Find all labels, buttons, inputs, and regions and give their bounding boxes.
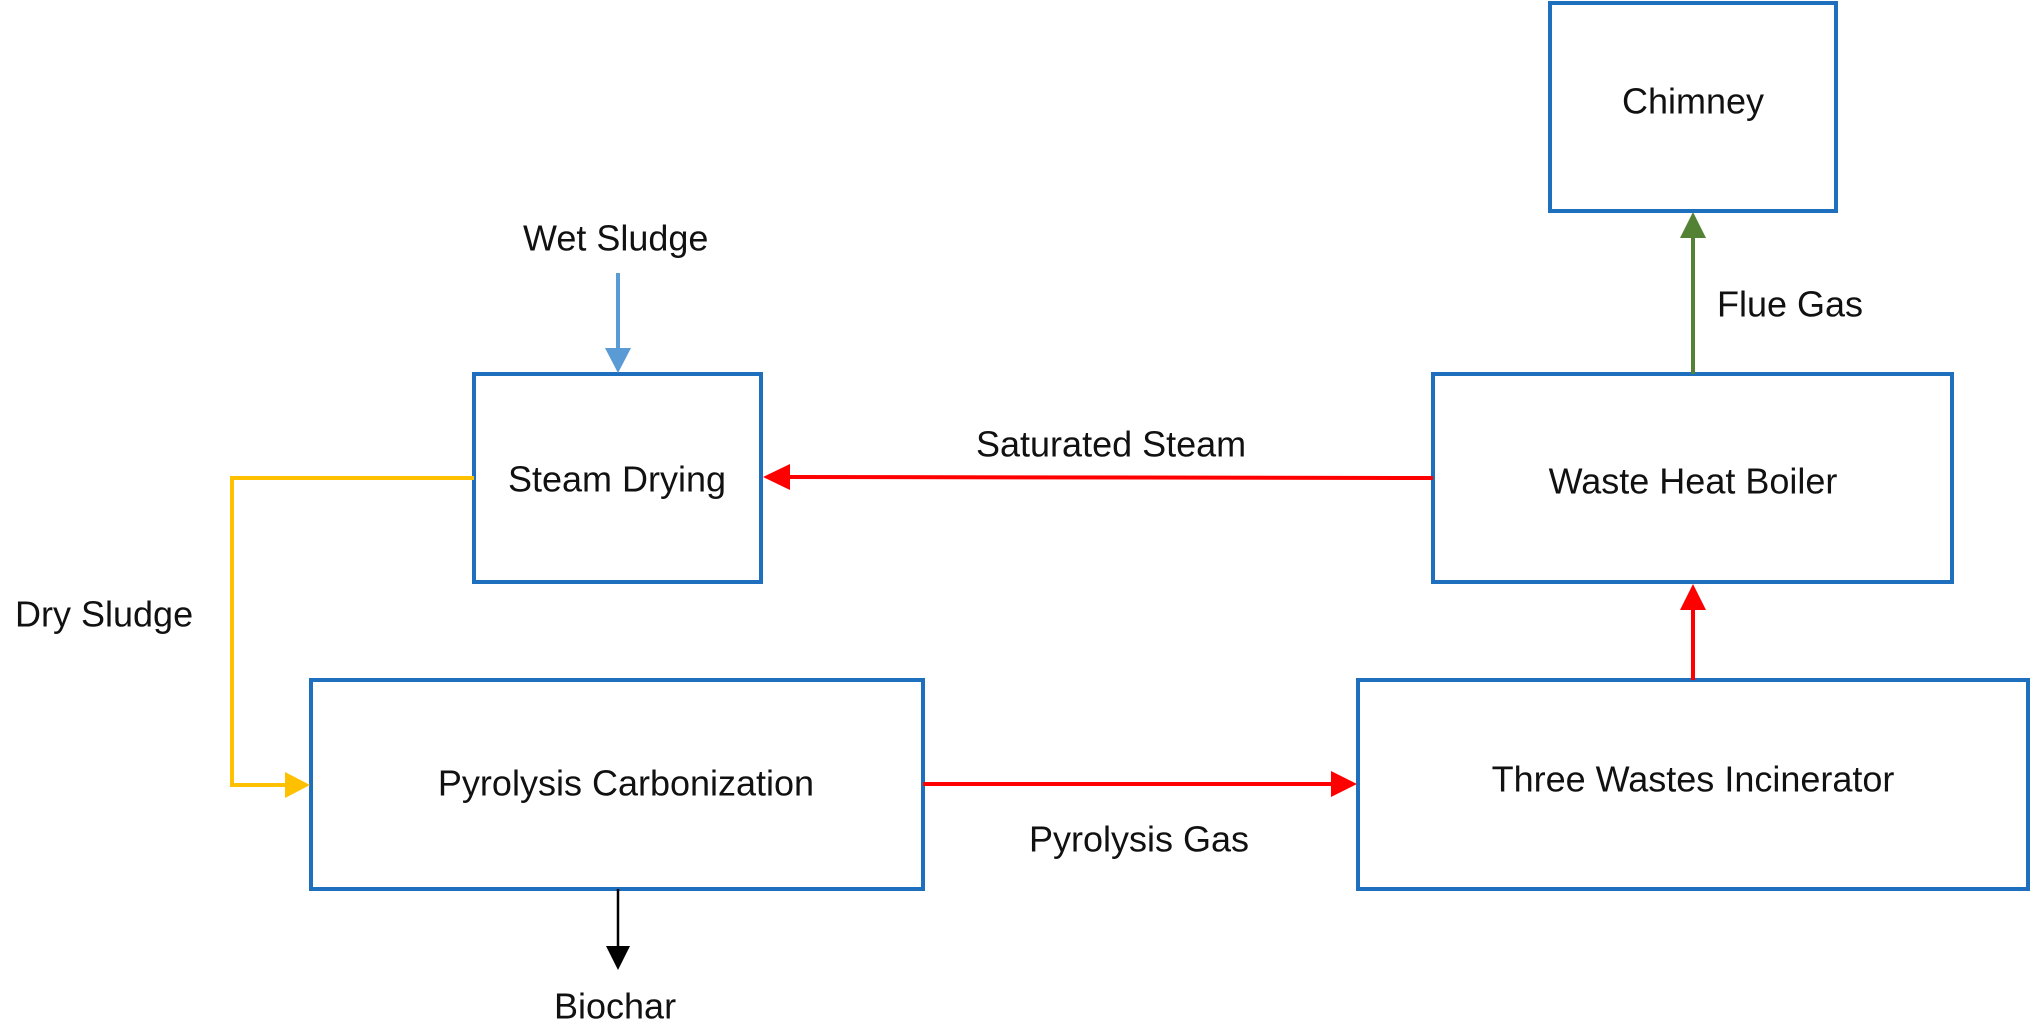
saturated-steam-arrow	[763, 464, 1434, 490]
pyrolysis-gas-arrow	[923, 771, 1357, 797]
steam-drying-label: Steam Drying	[508, 459, 726, 500]
incinerator-to-boiler-arrow	[1680, 584, 1706, 680]
wet-sludge-label: Wet Sludge	[523, 218, 708, 259]
waste-heat-boiler-box: Waste Heat Boiler	[1431, 372, 1954, 584]
dry-sludge-arrow	[230, 476, 474, 798]
dry-sludge-label: Dry Sludge	[15, 594, 193, 635]
pyrolysis-gas-label: Pyrolysis Gas	[1029, 819, 1249, 860]
pyrolysis-carbonization-box: Pyrolysis Carbonization	[309, 678, 925, 891]
wet-sludge-arrow	[605, 273, 631, 373]
flue-gas-label: Flue Gas	[1717, 284, 1863, 325]
biochar-arrow	[606, 889, 630, 970]
chimney-box: Chimney	[1548, 1, 1838, 213]
waste-heat-boiler-label: Waste Heat Boiler	[1549, 461, 1838, 502]
steam-drying-box: Steam Drying	[472, 372, 763, 584]
three-wastes-incinerator-box: Three Wastes Incinerator	[1356, 678, 2030, 891]
three-wastes-incinerator-label: Three Wastes Incinerator	[1492, 759, 1895, 800]
biochar-label: Biochar	[554, 986, 676, 1027]
saturated-steam-label: Saturated Steam	[976, 424, 1246, 465]
chimney-label: Chimney	[1622, 81, 1764, 122]
pyrolysis-carbonization-label: Pyrolysis Carbonization	[438, 763, 814, 804]
flue-gas-arrow	[1680, 212, 1706, 374]
